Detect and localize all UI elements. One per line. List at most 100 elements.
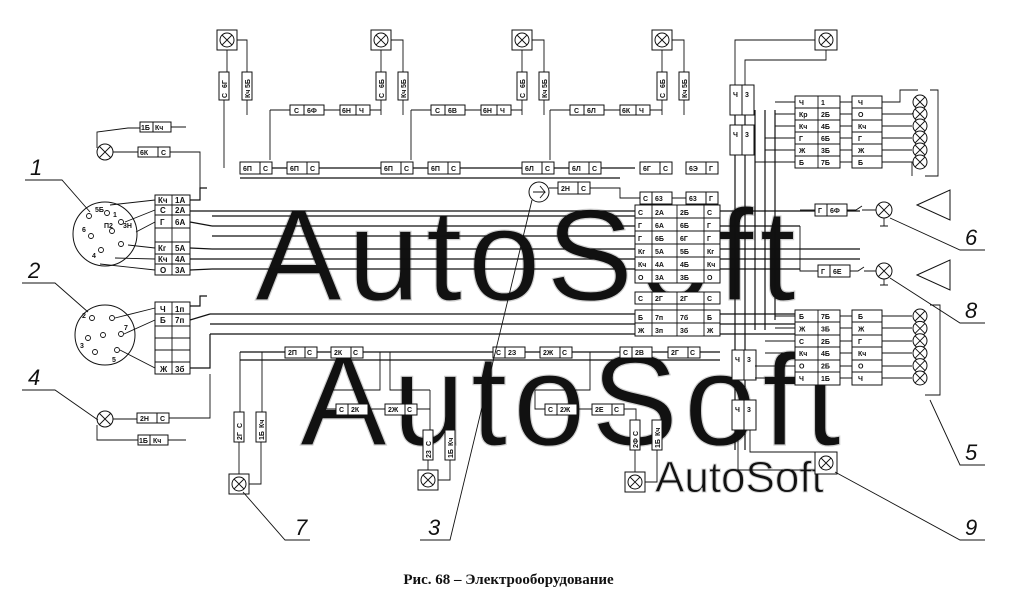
pin-label: 1п [175, 305, 184, 314]
central-lower-block [634, 291, 721, 337]
svg-text:6Н: 6Н [342, 108, 351, 115]
plug-label: Кч [542, 90, 549, 98]
pin-label: 3п [655, 328, 663, 335]
svg-text:6П: 6П [384, 166, 393, 173]
pin-label: Б [799, 314, 804, 321]
svg-text:2З: 2З [508, 350, 517, 357]
pin-label: 2Г [680, 296, 688, 303]
pin-label: 4Б [821, 124, 830, 131]
svg-text:С: С [623, 350, 628, 357]
svg-text:23: 23 [426, 450, 433, 458]
svg-text:С: С [574, 108, 579, 115]
pin-label: 3Б [821, 148, 830, 155]
svg-text:2П: 2П [288, 350, 297, 357]
pin-label: 3б [680, 327, 689, 335]
pin-label: Ч [858, 100, 863, 107]
pin-label: Г [858, 136, 862, 143]
pin-label: О [858, 364, 864, 371]
callout-number: 3 [428, 515, 441, 540]
svg-text:Г: Г [709, 196, 713, 203]
pin-label: О [638, 275, 644, 282]
connector-1: 5Б 1 3Н 6 П2 4 Кч 1А С 2А Г 6А Кг 5А Кч … [72, 187, 213, 276]
pin-label: О [858, 112, 864, 119]
right-lower-lamp-bank [755, 304, 941, 396]
pin-label: 6А [175, 218, 185, 227]
plug-label: 6Б [520, 79, 527, 88]
pin-label: 6Г [680, 236, 688, 243]
svg-text:6П: 6П [431, 166, 440, 173]
pin-label: С [638, 296, 643, 303]
svg-text:6Л: 6Л [572, 166, 581, 173]
pin-label: Г [638, 236, 642, 243]
svg-text:Ч: Ч [639, 108, 644, 115]
watermark: AutoSoft AutoSoft AutoSoft [254, 181, 847, 502]
svg-text:6П: 6П [243, 166, 252, 173]
plug-label: 6Б [660, 79, 667, 88]
pin-label: Кч [799, 124, 807, 131]
pin-label: 3 [80, 343, 84, 350]
pin-label: 6Б [655, 236, 664, 243]
pin-label: Ж [637, 328, 645, 335]
pin-label: 4Б [680, 262, 689, 269]
svg-text:2Ж: 2Ж [388, 407, 399, 414]
svg-text:2К: 2К [351, 407, 360, 414]
pin-label: 3А [175, 266, 185, 275]
pin-label: Ч [858, 376, 863, 383]
connector-2: 2 7 3 5 Ч 1п Б 7п Ж 3б [74, 295, 211, 375]
svg-text:2Н: 2Н [561, 186, 570, 193]
pin-label: Ж [159, 365, 168, 374]
pin-label: 7п [175, 316, 184, 325]
pin-label: 6 [82, 227, 86, 234]
pin-label: 4 [92, 253, 96, 260]
pin-label: 7Б [821, 160, 830, 167]
svg-text:С: С [237, 423, 244, 428]
svg-text:С: С [545, 166, 550, 173]
pin-label: Кг [158, 244, 167, 253]
pin-label: О [799, 364, 805, 371]
pin-label: Г [858, 339, 862, 346]
svg-text:С: С [307, 350, 312, 357]
pin-label: Б [799, 160, 804, 167]
plug-label: 6К [140, 150, 149, 157]
pin-label: Б [638, 315, 643, 322]
svg-text:6П: 6П [290, 166, 299, 173]
callout-number: 4 [28, 365, 40, 390]
svg-text:2Г: 2Г [237, 432, 244, 440]
pin-label: 5Б [680, 249, 689, 256]
plug-label: С [160, 416, 165, 423]
svg-text:1Б: 1Б [259, 431, 266, 440]
pin-label: 2 [82, 313, 86, 320]
svg-text:С: С [339, 407, 344, 414]
right-upper-lamp-bank [755, 89, 939, 177]
svg-text:1Б: 1Б [448, 449, 455, 458]
pin-label: 1А [175, 196, 185, 205]
svg-text:Ч: Ч [359, 108, 364, 115]
callout-number: 1 [30, 155, 42, 180]
pin-label: Ч [160, 305, 166, 314]
callouts: 1 2 3 4 5 6 7 8 9 [22, 155, 985, 541]
svg-text:С: С [451, 166, 456, 173]
pin-label: 5Б [95, 207, 104, 214]
pin-label: Ж [857, 326, 865, 333]
pin-label: 2Б [680, 210, 689, 217]
pin-label: 4А [175, 255, 185, 264]
svg-text:С: С [581, 186, 586, 193]
svg-text:AutoSoft: AutoSoft [300, 327, 847, 473]
svg-text:Ч: Ч [500, 108, 505, 115]
central-connector-block [634, 204, 721, 284]
svg-text:3: 3 [747, 407, 751, 414]
pin-label: Г [799, 136, 803, 143]
pin-label: Ж [857, 148, 865, 155]
plug-label: 6Г [222, 80, 229, 88]
svg-text:AutoSoft: AutoSoft [655, 453, 824, 502]
pin-label: 3б [175, 365, 184, 374]
svg-text:6Л: 6Л [525, 166, 534, 173]
callout-number: 5 [965, 440, 978, 465]
pin-label: Ж [798, 326, 806, 333]
svg-text:С: С [426, 441, 433, 446]
pin-label: 5А [175, 244, 185, 253]
